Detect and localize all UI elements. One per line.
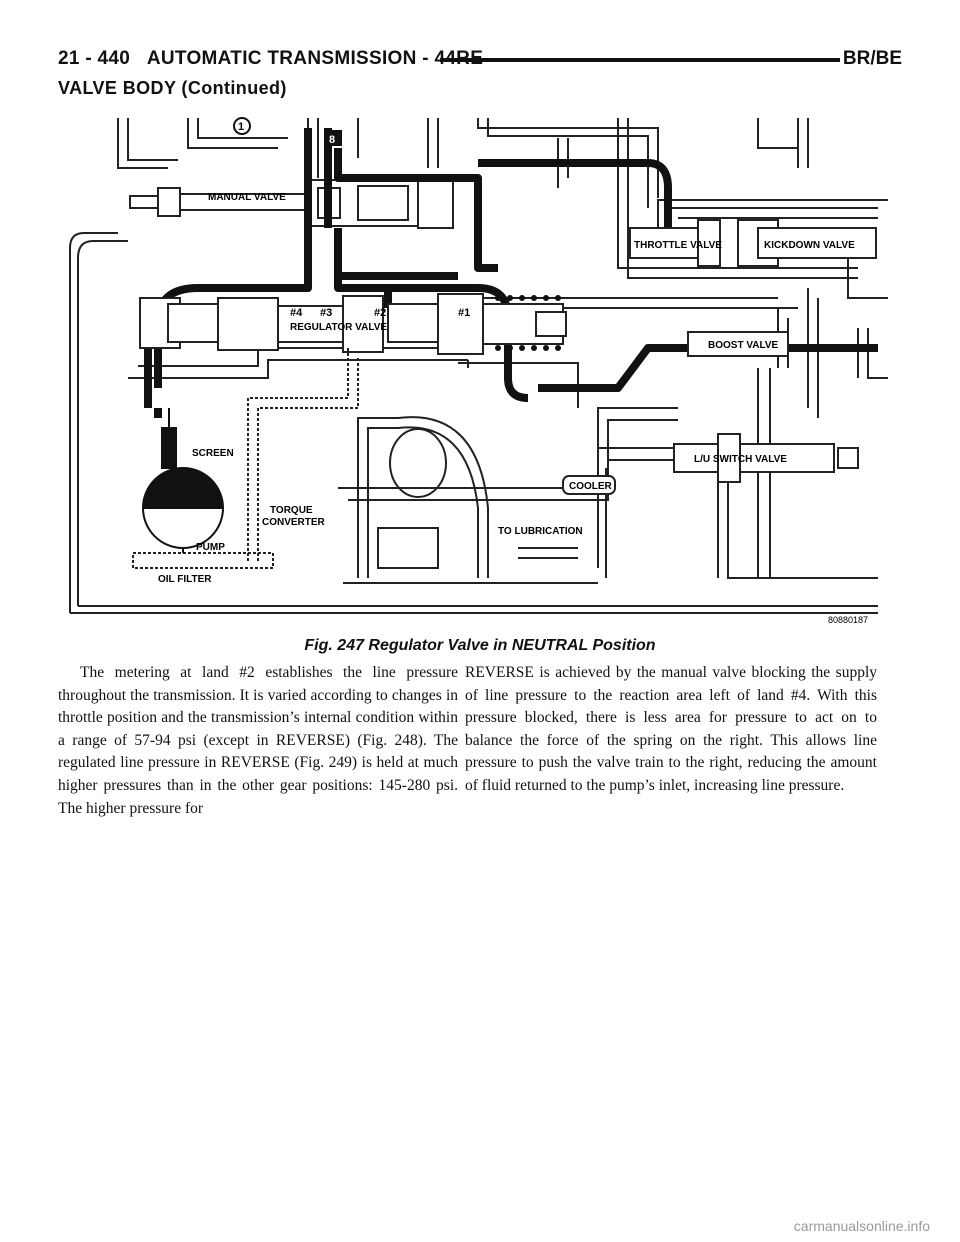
land3-label: #3	[320, 307, 332, 319]
throttle-valve-label: THROTTLE VALVE	[634, 240, 722, 251]
model-code: BR/BE	[842, 48, 902, 69]
cooler-label: COOLER	[569, 481, 613, 492]
torque-converter-label-2: CONVERTER	[262, 517, 326, 528]
kickdown-valve-label: KICKDOWN VALVE	[764, 240, 855, 251]
figure-id: 80880187	[828, 615, 868, 625]
pump-label: PUMP	[196, 542, 225, 553]
page-header-title: 21 - 440 AUTOMATIC TRANSMISSION - 44RE	[58, 48, 483, 70]
chapter-title: AUTOMATIC TRANSMISSION - 44RE	[146, 48, 484, 69]
hydraulic-diagram: THROTTLE VALVE KICKDOWN VALVE #4 #3 #2 #…	[58, 108, 898, 628]
lu-switch-valve-label: L/U SWITCH VALVE	[694, 454, 787, 465]
screen-label: SCREEN	[192, 448, 234, 459]
circle-1-label: 1	[238, 121, 244, 133]
header-rule	[440, 58, 840, 62]
figure-caption: Fig. 247 Regulator Valve in NEUTRAL Posi…	[304, 637, 656, 654]
land2-label: #2	[374, 307, 386, 319]
oil-filter-label: OIL FILTER	[158, 574, 212, 585]
land1-label: #1	[458, 307, 470, 319]
regulator-valve-label: REGULATOR VALVE	[290, 322, 387, 333]
section-title: VALVE BODY (Continued)	[58, 78, 287, 98]
page-number: 21 - 440	[58, 48, 131, 69]
to-lubrication-label: TO LUBRICATION	[498, 526, 583, 537]
watermark: carmanualsonline.info	[793, 1218, 930, 1234]
torque-converter-label-1: TORQUE	[270, 505, 313, 516]
land4-label: #4	[290, 307, 303, 319]
body-text-right: REVERSE is achieved by the manual valve …	[465, 664, 877, 794]
boost-valve-label: BOOST VALVE	[708, 340, 779, 351]
body-text-left: The metering at land #2 establishes the …	[58, 664, 458, 817]
manual-valve-label: MANUAL VALVE	[208, 192, 286, 203]
circle-8-label: 8	[329, 134, 335, 146]
